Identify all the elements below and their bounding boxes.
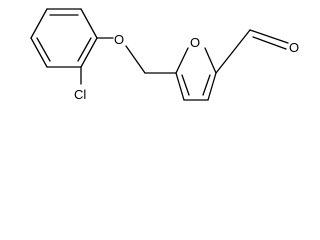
bond-c-o-double-1 [249, 29, 289, 44]
ether-oxygen-label: O [114, 32, 124, 47]
chlorine-label: Cl [74, 87, 86, 102]
bond-c2-c3 [207, 72, 217, 101]
bond-o-ch2 [125, 45, 146, 74]
bond-o1-c2 [204, 47, 217, 74]
benzene-ring [30, 8, 98, 68]
bond-c3-c4 [80, 37, 98, 68]
double-bond-inner-left [36, 37, 51, 62]
bond-c5-o1 [175, 47, 189, 74]
double-bond-inner-c2-c3 [202, 74, 211, 96]
bond-c4-c5 [175, 72, 185, 101]
bond-c6-c1 [30, 8, 48, 39]
bond-c5-c6 [30, 37, 48, 68]
bond-c-o-double-2 [252, 36, 287, 50]
double-bond-inner-right [77, 37, 92, 62]
furan-oxygen-label: O [190, 35, 200, 50]
furan-ring [175, 47, 217, 101]
bond-c2-cho [215, 29, 251, 74]
bond-c2-c3 [80, 8, 98, 39]
structure-canvas: O O O Cl [0, 0, 319, 115]
carbonyl-oxygen-label: O [289, 40, 299, 55]
double-bond-inner-c4-c5 [181, 74, 190, 96]
molecule-diagram: O O O Cl [30, 8, 299, 102]
